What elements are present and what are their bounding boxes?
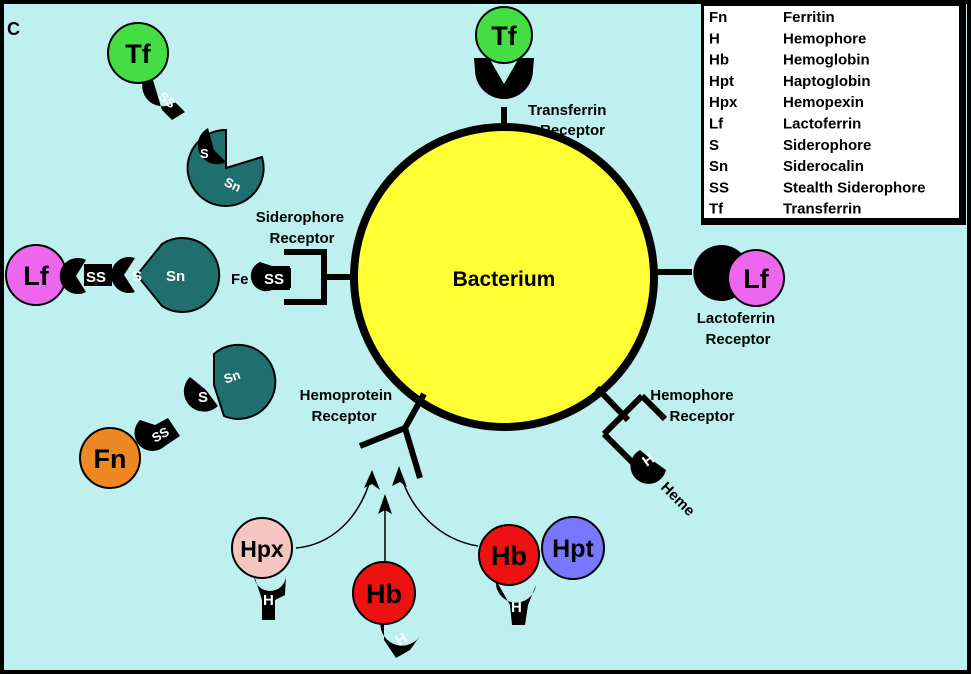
legend-name: Ferritin bbox=[783, 9, 835, 26]
hb-label-center: Hb bbox=[366, 579, 402, 609]
legend-abbr: Lf bbox=[709, 116, 724, 133]
sn-label-fn: Sn bbox=[222, 367, 243, 387]
legend-name: Siderophore bbox=[783, 137, 871, 154]
s-label-upper: S bbox=[200, 146, 209, 161]
bacterium: Bacterium bbox=[324, 107, 692, 431]
siderophore-receptor-bracket bbox=[284, 249, 327, 305]
legend-name: Haptoglobin bbox=[783, 73, 870, 90]
tf-ss-shape bbox=[142, 70, 185, 120]
arrow-hpx bbox=[295, 473, 373, 549]
legend-abbr: H bbox=[709, 30, 720, 47]
hpt-molecule bbox=[541, 516, 605, 580]
legend-abbr: S bbox=[709, 137, 719, 154]
fn-molecule bbox=[79, 427, 141, 489]
lf-label-right: Lf bbox=[743, 264, 769, 294]
hb-hpt-h-shape bbox=[495, 580, 536, 625]
hemoprotein-receptor-shape bbox=[358, 392, 427, 479]
legend-name: Lactoferrin bbox=[783, 116, 861, 133]
hemophore-receptor-bracket bbox=[601, 393, 668, 466]
siderophore-receptor-line2: Receptor bbox=[269, 230, 334, 247]
bacterium-label: Bacterium bbox=[453, 268, 556, 291]
s-sn-complex-upper: S Sn bbox=[186, 128, 265, 207]
sn-molecule-lf bbox=[135, 237, 221, 313]
tf-label-left: Tf bbox=[125, 39, 151, 69]
legend-box bbox=[702, 4, 961, 220]
legend-name: Transferrin bbox=[783, 201, 861, 218]
h-label-hb-right: H bbox=[511, 599, 522, 616]
lf-ss-s-sn-complex: Lf SS S Sn bbox=[5, 237, 221, 313]
lactoferrin-receptor-line1: Lactoferrin bbox=[697, 310, 775, 327]
lactoferrin-receptor-line2: Receptor bbox=[705, 331, 770, 348]
hpx-molecule bbox=[231, 517, 293, 579]
hemoprotein-receptor-label: Hemoprotein Receptor bbox=[300, 387, 397, 425]
panel-label: C bbox=[7, 19, 20, 39]
h-label-hpx: H bbox=[263, 592, 274, 609]
s-molecule-fn bbox=[183, 377, 218, 412]
hb-molecule-right bbox=[478, 524, 540, 586]
tf-molecule-top bbox=[475, 6, 533, 64]
legend-name: Hemoglobin bbox=[783, 52, 870, 69]
ss-molecule-fn bbox=[134, 418, 180, 452]
lf-label-left: Lf bbox=[23, 261, 49, 291]
fn-label: Fn bbox=[94, 444, 127, 474]
siderophore-receptor: Fe SS Siderophore Receptor bbox=[231, 209, 349, 305]
legend-name: Stealth Siderophore bbox=[783, 179, 926, 196]
transferrin-receptor-line1: Transferrin bbox=[528, 102, 606, 119]
hpt-label: Hpt bbox=[552, 535, 594, 563]
ss-molecule-lf bbox=[59, 258, 86, 294]
siderophore-receptor-label: Siderophore Receptor bbox=[256, 209, 349, 247]
hpx-h-shape bbox=[254, 575, 286, 620]
legend-abbr: Hpx bbox=[709, 94, 738, 111]
siderophore-receptor-line1: Siderophore bbox=[256, 209, 344, 226]
sn-label-upper: Sn bbox=[222, 174, 243, 195]
bacterium-cell bbox=[350, 123, 658, 431]
hemoprotein-receptor-line1: Hemoprotein bbox=[300, 387, 393, 404]
sn-label-lf: Sn bbox=[166, 268, 185, 285]
tf-ss-complex: Tf SS bbox=[107, 22, 185, 120]
sn-molecule-fn bbox=[213, 343, 277, 420]
hb-complex-center: Hb H bbox=[352, 561, 420, 658]
hpx-label: Hpx bbox=[240, 536, 284, 562]
transferrin-receptor-shape bbox=[474, 58, 534, 99]
legend-abbr: Fn bbox=[709, 9, 727, 26]
fn-ss-s-sn-complex: S Sn SS Fn bbox=[79, 343, 277, 489]
legend-abbr: Tf bbox=[709, 201, 724, 218]
fe-label: Fe bbox=[231, 271, 249, 288]
lf-molecule-right bbox=[727, 249, 785, 307]
lactoferrin-receptor: Lf Lactoferrin Receptor bbox=[693, 245, 785, 348]
hb-h-shape bbox=[380, 612, 420, 658]
transferrin-receptor-line2: Receptor bbox=[540, 122, 605, 139]
tf-molecule-left bbox=[107, 22, 169, 84]
s-molecule-lf bbox=[111, 257, 135, 293]
s-label-lf: S bbox=[132, 268, 142, 285]
ss-label-lf: SS bbox=[86, 269, 106, 286]
transferrin-receptor-label: Transferrin Receptor bbox=[528, 102, 611, 139]
hb-label-right: Hb bbox=[491, 541, 527, 571]
legend-abbr: Sn bbox=[709, 158, 728, 175]
legend-abbr: Hpt bbox=[709, 73, 734, 90]
hb-hpt-complex: Hpt Hb H bbox=[478, 516, 605, 625]
legend-name: Hemopexin bbox=[783, 94, 864, 111]
legend-abbr: Hb bbox=[709, 52, 729, 69]
lactoferrin-receptor-label: Lactoferrin Receptor bbox=[697, 310, 780, 348]
hemoprotein-receptor: Hemoprotein Receptor bbox=[295, 387, 479, 562]
tf-label-top: Tf bbox=[491, 21, 517, 51]
legend-abbr: SS bbox=[709, 179, 729, 196]
hb-molecule-center bbox=[352, 561, 416, 625]
hpx-complex: Hpx H bbox=[231, 517, 293, 620]
hemophore-receptor-label: Hemophore Receptor bbox=[650, 387, 738, 425]
legend-name: Hemophore bbox=[783, 30, 866, 47]
transferrin-receptor: Tf Transferrin Receptor bbox=[474, 6, 611, 139]
s-label-fn: S bbox=[198, 389, 208, 406]
s-molecule-upper bbox=[197, 128, 226, 165]
legend-name: Siderocalin bbox=[783, 158, 864, 175]
hemophore-receptor-line2: Receptor bbox=[669, 408, 734, 425]
hemophore-h-shape bbox=[630, 450, 666, 484]
ss-label-receptor: SS bbox=[264, 271, 284, 288]
hemoprotein-receptor-line2: Receptor bbox=[311, 408, 376, 425]
hemophore-receptor-line1: Hemophore bbox=[650, 387, 733, 404]
